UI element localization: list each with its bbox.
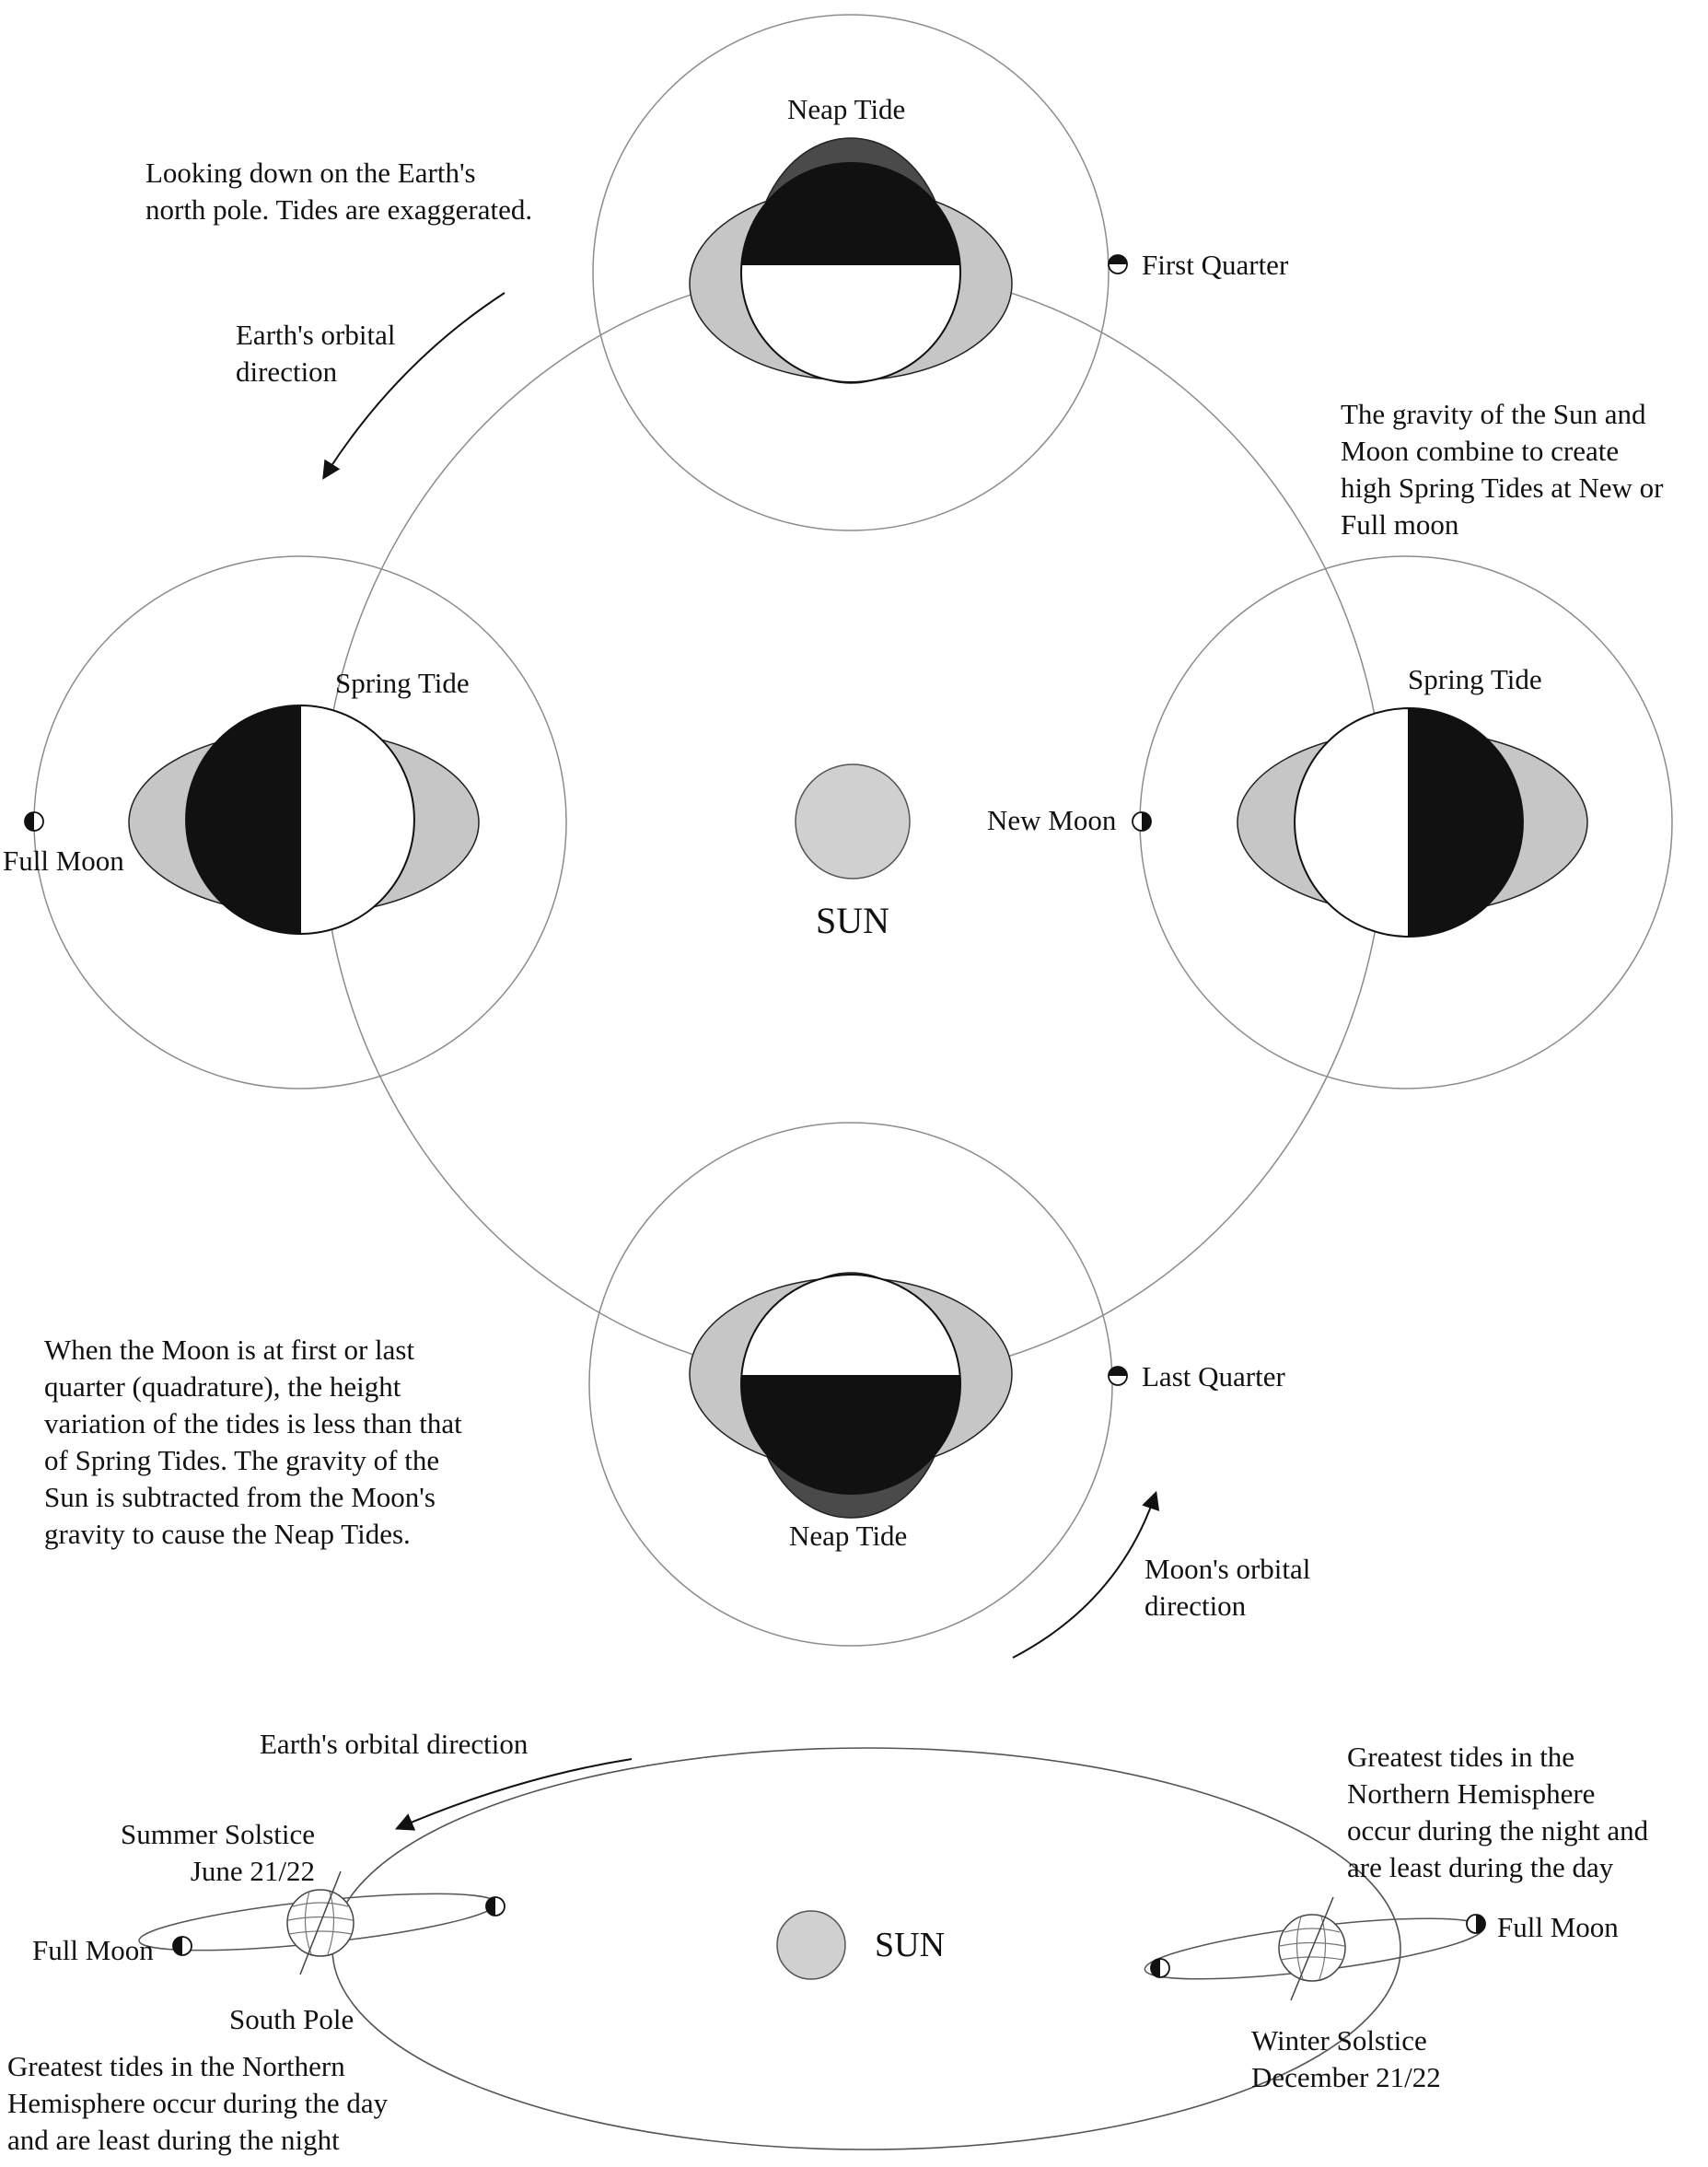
- note-top-line: Looking down on the Earth's: [145, 157, 476, 189]
- spring-note-line: Full moon: [1341, 508, 1459, 541]
- note-top: Looking down on the Earth's north pole. …: [145, 155, 578, 228]
- earth-spring-right: [1237, 706, 1588, 938]
- earth-winter: [1278, 1896, 1346, 2001]
- spring-tide-note: The gravity of the Sun and Moon combine …: [1341, 396, 1700, 543]
- neap-note-line: of Spring Tides. The gravity of the: [44, 1444, 440, 1476]
- full-moon-icon-winter: [1466, 1914, 1486, 1934]
- label-sun-bottom: SUN: [875, 1926, 946, 1964]
- full-moon-icon-summer: [172, 1936, 192, 1956]
- first-quarter-moon-icon: [1108, 254, 1128, 274]
- label-full-moon-summer: Full Moon: [32, 1934, 154, 1966]
- earth-direction-label: Earth's orbital direction: [236, 317, 457, 390]
- summer-solstice-line: June 21/22: [190, 1855, 315, 1887]
- label-last-quarter: Last Quarter: [1142, 1360, 1285, 1392]
- moon-direction-line: Moon's orbital: [1144, 1553, 1311, 1585]
- moon-icon-summer-right: [485, 1896, 505, 1917]
- label-winter-solstice: Winter Solstice December 21/22: [1251, 2022, 1528, 2096]
- neap-note-line: quarter (quadrature), the height: [44, 1370, 401, 1403]
- label-spring-tide-right: Spring Tide: [1408, 663, 1542, 695]
- label-south-pole: South Pole: [229, 2003, 354, 2035]
- label-neap-tide-bottom: Neap Tide: [789, 1520, 908, 1552]
- neap-note-line: gravity to cause the Neap Tides.: [44, 1518, 411, 1550]
- earth-neap-top: [689, 137, 1013, 384]
- label-new-moon: New Moon: [987, 804, 1117, 836]
- greatest-day-line: Hemisphere occur during the day: [7, 2087, 389, 2119]
- greatest-night-line: occur during the night and: [1347, 1814, 1649, 1847]
- earth-orbit-perspective: [331, 1747, 1401, 2150]
- greatest-tides-day-note: Greatest tides in the Northern Hemispher…: [7, 2048, 449, 2159]
- moon-icon-winter-left: [1150, 1958, 1170, 1978]
- label-spring-tide-left: Spring Tide: [335, 667, 470, 699]
- moon-direction-arrow: [1012, 1490, 1160, 1659]
- note-top-line: north pole. Tides are exaggerated.: [145, 193, 533, 226]
- summer-solstice-line: Summer Solstice: [121, 1818, 315, 1850]
- neap-note-line: variation of the tides is less than that: [44, 1407, 462, 1439]
- earth-neap-bottom: [689, 1272, 1013, 1519]
- sun-small: [776, 1910, 846, 1980]
- label-bottom-earth-direction: Earth's orbital direction: [260, 1728, 529, 1760]
- earth-direction-arrow: [322, 292, 505, 480]
- moon-direction-label: Moon's orbital direction: [1144, 1551, 1365, 1625]
- new-moon-icon-right: [1132, 811, 1152, 832]
- greatest-night-line: are least during the day: [1347, 1851, 1614, 1883]
- label-full-moon-winter: Full Moon: [1497, 1911, 1619, 1943]
- earth-direction-line: Earth's orbital: [236, 319, 396, 351]
- moon-direction-line: direction: [1144, 1590, 1247, 1622]
- winter-solstice-line: Winter Solstice: [1251, 2024, 1427, 2056]
- spring-note-line: Moon combine to create: [1341, 435, 1620, 467]
- earth-spring-left: [128, 704, 480, 936]
- earth-summer: [286, 1870, 354, 1975]
- greatest-night-line: Northern Hemisphere: [1347, 1777, 1596, 1810]
- label-summer-solstice: Summer Solstice June 21/22: [74, 1816, 315, 1890]
- last-quarter-moon-icon: [1108, 1366, 1128, 1386]
- label-sun: SUN: [816, 900, 890, 941]
- full-moon-icon-left: [24, 811, 44, 832]
- spring-note-line: high Spring Tides at New or: [1341, 472, 1664, 504]
- bottom-earth-direction-arrow: [394, 1758, 633, 1831]
- spring-note-line: The gravity of the Sun and: [1341, 398, 1646, 430]
- winter-solstice-line: December 21/22: [1251, 2061, 1441, 2093]
- label-neap-tide-top: Neap Tide: [787, 93, 906, 125]
- neap-note-line: Sun is subtracted from the Moon's: [44, 1481, 436, 1513]
- greatest-day-line: and are least during the night: [7, 2124, 340, 2156]
- greatest-day-line: Greatest tides in the Northern: [7, 2050, 345, 2082]
- label-first-quarter: First Quarter: [1142, 249, 1289, 281]
- earth-direction-line: direction: [236, 355, 338, 388]
- sun: [795, 763, 911, 880]
- label-full-moon-left: Full Moon: [3, 845, 124, 877]
- greatest-tides-night-note: Greatest tides in the Northern Hemispher…: [1347, 1739, 1706, 1886]
- neap-note-line: When the Moon is at first or last: [44, 1334, 415, 1366]
- moon-orbit-top: [592, 14, 1110, 531]
- neap-tide-note: When the Moon is at first or last quarte…: [44, 1332, 516, 1553]
- greatest-night-line: Greatest tides in the: [1347, 1741, 1575, 1773]
